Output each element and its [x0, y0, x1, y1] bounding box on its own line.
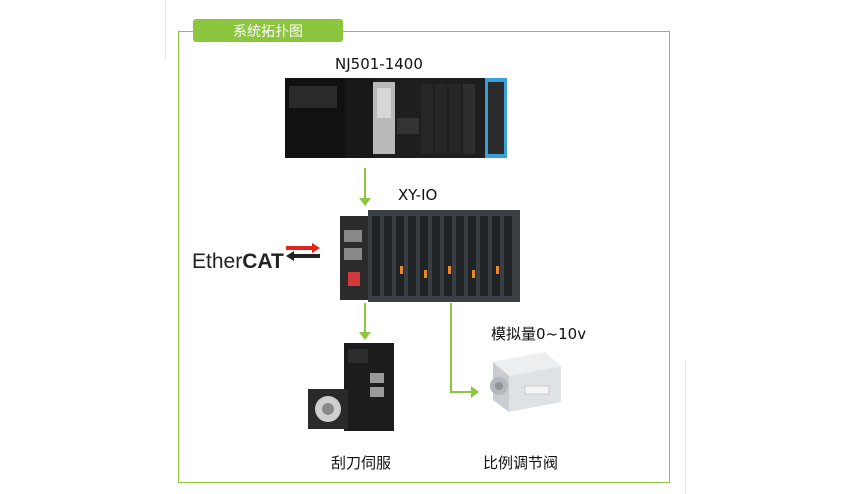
- servo-label: 刮刀伺服: [331, 454, 392, 472]
- ethercat-arrows-icon: [286, 243, 320, 261]
- ethercat-logo: EtherCAT: [192, 250, 284, 273]
- diagram-title: 系统拓扑图: [193, 19, 343, 42]
- analog-label: 模拟量0~10v: [491, 325, 587, 343]
- servo-drive-image: [308, 343, 394, 431]
- plc-device-image: [285, 78, 507, 158]
- right-guide-line: [685, 360, 686, 494]
- valve-label: 比例调节阀: [483, 454, 559, 472]
- io-to-valve-arrow: [450, 303, 473, 393]
- left-guide-line: [165, 0, 166, 60]
- io-module-image: [340, 210, 520, 302]
- io-label: XY-IO: [398, 186, 438, 204]
- valve-cylinder-image: [490, 352, 561, 412]
- plc-label: NJ501-1400: [335, 55, 423, 73]
- topology-frame: [178, 31, 670, 483]
